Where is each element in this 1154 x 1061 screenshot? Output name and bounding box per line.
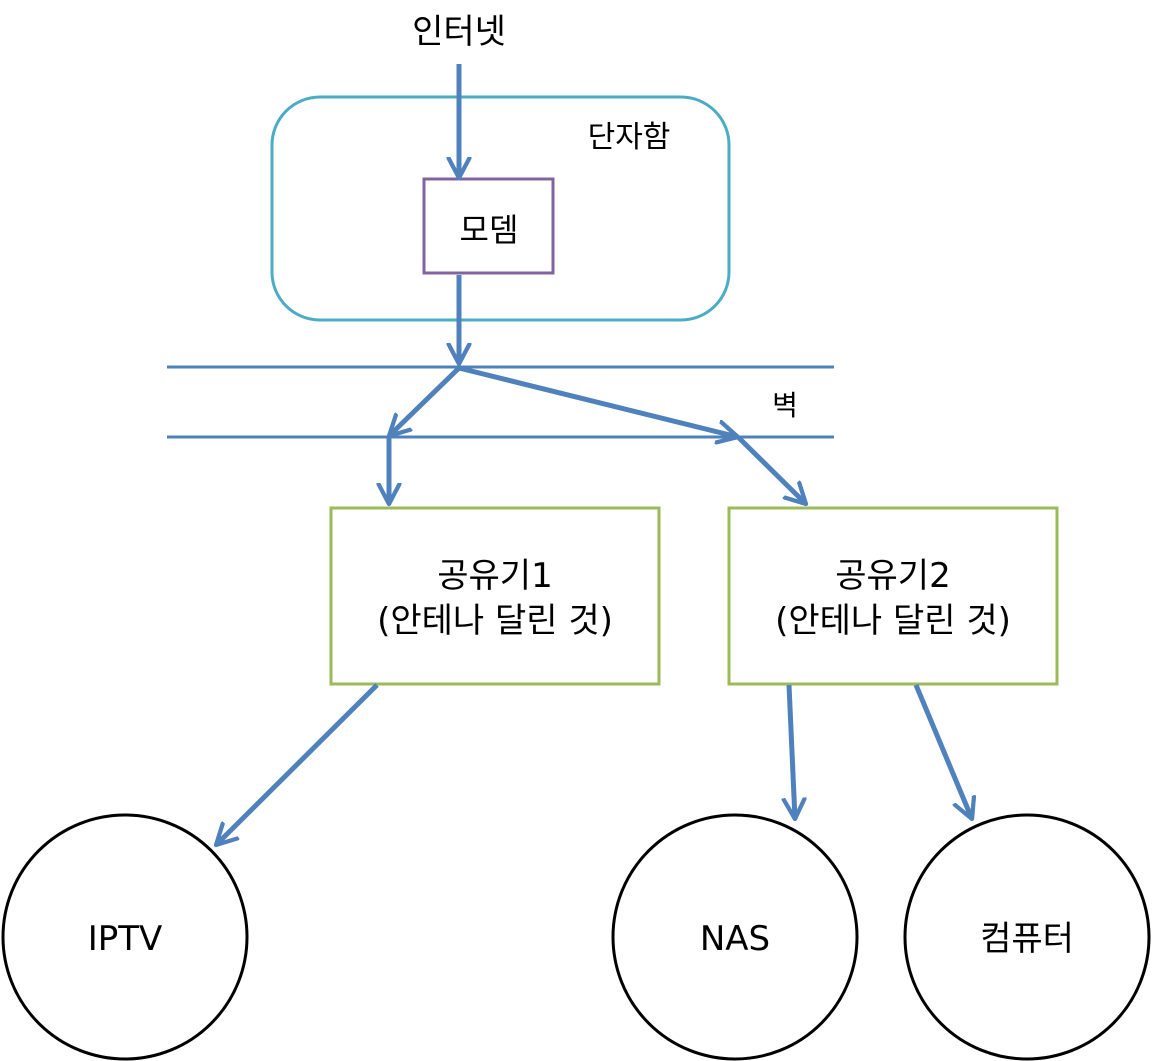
router2-label-line2: (안테나 달린 것) (775, 601, 1011, 641)
iptv-node (1, 813, 249, 1061)
router2-to-nas-arrow (789, 684, 795, 819)
nas-node (611, 813, 859, 1061)
modem-box (422, 177, 555, 275)
to-router2-arrow (736, 435, 806, 504)
internet-label: 인터넷 (412, 12, 506, 52)
iptv-label: IPTV (88, 919, 163, 959)
computer-node (903, 813, 1151, 1061)
router1-label-line1: 공유기1 (437, 556, 552, 596)
router2-to-computer-arrow (913, 684, 972, 819)
router1-label-line2: (안테나 달린 것) (377, 601, 613, 641)
modem-label: 모뎀 (460, 211, 519, 249)
router1-box (329, 506, 661, 686)
wall-branch-left-arrow (389, 366, 461, 436)
router1-to-iptv-arrow (216, 683, 379, 845)
enclosure-label: 단자함 (588, 120, 671, 155)
wall-label: 벽 (772, 389, 798, 422)
computer-label: 컴퓨터 (980, 919, 1074, 959)
router2-box (727, 506, 1059, 686)
router2-label-line1: 공유기2 (835, 556, 950, 596)
nas-label: NAS (700, 919, 770, 959)
wall-branch-right-arrow (458, 365, 738, 437)
enclosure-box (270, 95, 731, 322)
